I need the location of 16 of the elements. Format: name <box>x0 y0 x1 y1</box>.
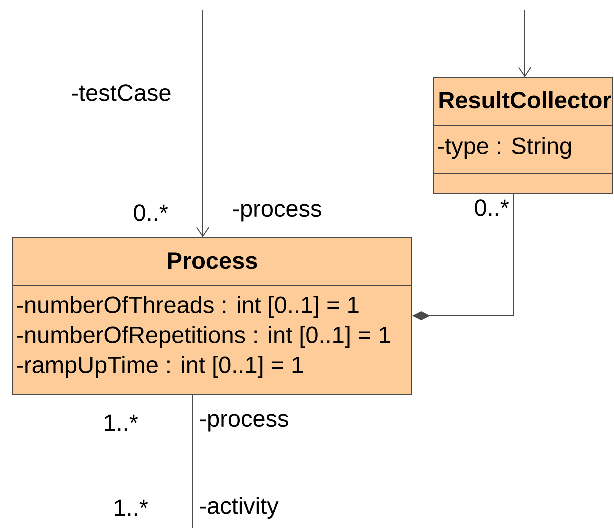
attribute-text: -type : String <box>438 137 572 160</box>
attribute-text: -numberOfRepetitions : int [0..1] = 1 <box>17 326 390 348</box>
association-line <box>196 10 210 238</box>
class-box <box>12 238 412 396</box>
role-label: 0..* <box>475 200 510 216</box>
class-name: ResultCollector <box>440 91 612 109</box>
class-name: Process <box>168 252 258 270</box>
association-line <box>518 10 532 78</box>
attribute-text: -numberOfThreads : int [0..1] = 1 <box>17 296 359 318</box>
role-label: -testCase <box>72 84 171 102</box>
association-line <box>192 395 194 528</box>
class-box <box>434 78 614 194</box>
role-label: -process <box>200 414 288 432</box>
attribute-text: -rampUpTime : int [0..1] = 1 <box>17 356 303 378</box>
role-label: 1..* <box>115 500 148 516</box>
role-label: -activity <box>200 497 279 519</box>
